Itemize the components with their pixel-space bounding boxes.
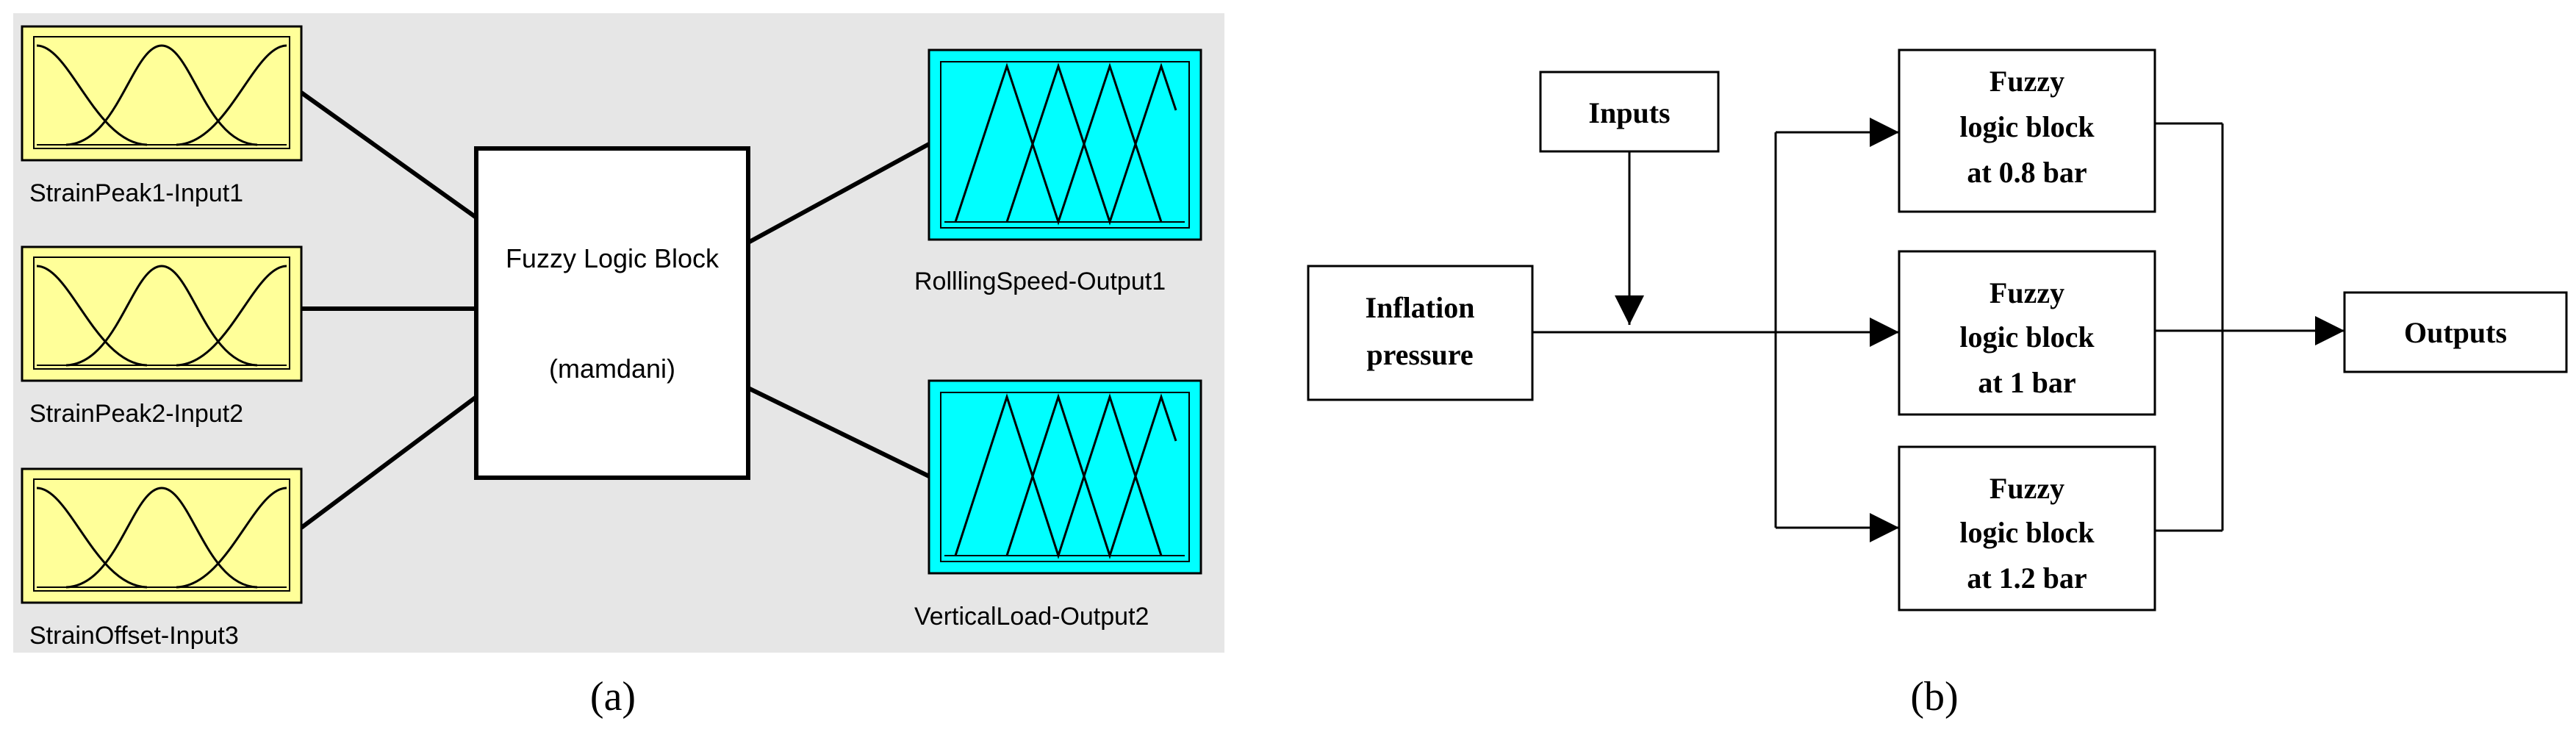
input-label-1: StrainPeak1-Input1 — [29, 179, 243, 207]
fuzzy-block-0-8-line3: at 0.8 bar — [1967, 156, 2087, 189]
input-box-1 — [21, 25, 303, 162]
fuzzy-logic-block-box — [474, 146, 750, 480]
fuzzy-block-1-2-line3: at 1.2 bar — [1967, 561, 2087, 595]
output-box-2 — [928, 379, 1202, 575]
input-label-3: StrainOffset-Input3 — [29, 622, 239, 650]
fuzzy-block-1-2-line2: logic block — [1959, 516, 2095, 549]
input-block-2[interactable]: StrainPeak2-Input2 — [21, 245, 303, 428]
input-box-2 — [21, 245, 303, 382]
input-block-3[interactable]: StrainOffset-Input3 — [21, 467, 303, 650]
fuzzy-block-0-8-bar[interactable]: Fuzzy logic block at 0.8 bar — [1898, 49, 2156, 213]
inflation-pressure-box[interactable]: Inflation pressure — [1307, 265, 1534, 401]
triangular-membership-icon — [940, 392, 1190, 562]
fuzzy-block-1-2-line1: Fuzzy — [1990, 472, 2064, 505]
panel-b-connectors — [1532, 118, 2344, 542]
inputs-box-label: Inputs — [1588, 96, 1670, 129]
panel-a-connectors — [300, 90, 930, 530]
fuzzy-block-1-line3: at 1 bar — [1978, 366, 2075, 399]
gaussian-membership-icon — [33, 36, 290, 149]
fuzzy-block-0-8-line1: Fuzzy — [1990, 65, 2064, 98]
fuzzy-block-1-2-bar[interactable]: Fuzzy logic block at 1.2 bar — [1898, 445, 2156, 611]
panel-a-caption: (a) — [590, 674, 636, 720]
input-label-2: StrainPeak2-Input2 — [29, 400, 243, 428]
gaussian-membership-icon — [33, 256, 290, 370]
gaussian-membership-icon — [33, 478, 290, 592]
inputs-box[interactable]: Inputs — [1539, 71, 1720, 153]
inflation-pressure-line1: Inflation — [1366, 291, 1475, 324]
output-box-1 — [928, 49, 1202, 241]
fuzzy-block-0-8-line2: logic block — [1959, 110, 2095, 143]
fuzzy-block-1-line1: Fuzzy — [1990, 276, 2064, 309]
input-box-3 — [21, 467, 303, 604]
output-label-1: RolllingSpeed-Output1 — [914, 268, 1166, 295]
triangular-membership-icon — [940, 61, 1190, 229]
fuzzy-logic-block-title: Fuzzy Logic Block — [506, 243, 720, 273]
panel-b: Inputs Inflation pressure Fuzzy logic bl… — [1307, 49, 2568, 720]
output-label-2: VerticalLoad-Output2 — [914, 603, 1149, 631]
fuzzy-logic-block[interactable]: Fuzzy Logic Block (mamdani) — [474, 146, 750, 480]
inflation-pressure-line2: pressure — [1366, 338, 1473, 371]
outputs-box-label: Outputs — [2404, 316, 2507, 349]
output-block-1[interactable]: RolllingSpeed-Output1 — [914, 49, 1202, 295]
fuzzy-block-1-bar[interactable]: Fuzzy logic block at 1 bar — [1898, 250, 2156, 416]
fuzzy-logic-block-type: (mamdani) — [549, 354, 675, 384]
output-block-2[interactable]: VerticalLoad-Output2 — [914, 379, 1202, 631]
input-block-1[interactable]: StrainPeak1-Input1 — [21, 25, 303, 207]
outputs-box[interactable]: Outputs — [2343, 291, 2568, 373]
fuzzy-block-1-line2: logic block — [1959, 320, 2095, 354]
panel-b-caption: (b) — [1910, 674, 1958, 720]
panel-a: StrainPeak1-Input1 StrainPeak2-Input2 — [13, 13, 1224, 720]
